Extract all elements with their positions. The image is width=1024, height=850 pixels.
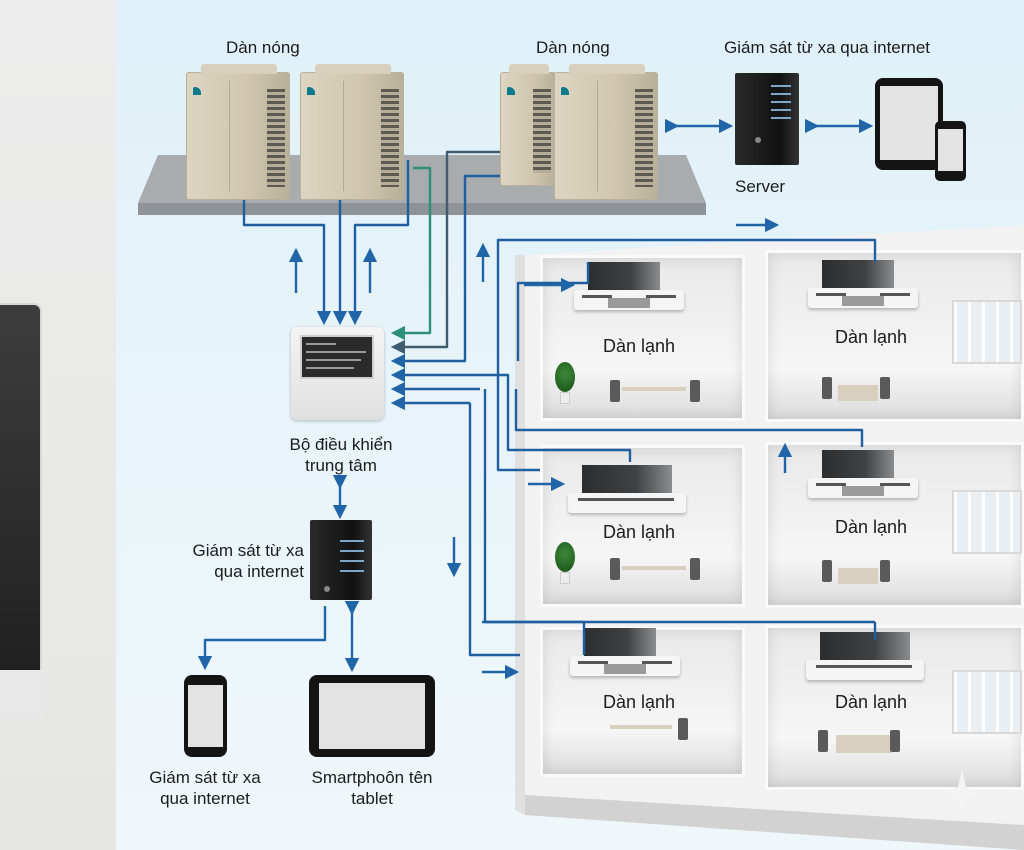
central-controller-label-line1: Bộ điều khiển [289, 435, 393, 454]
end-device-1-label-line1: Giám sát từ xa [149, 768, 261, 787]
indoor-unit-label: Dàn lạnh [603, 522, 676, 542]
chair [610, 380, 620, 402]
outdoor-group-1-label: Dàn nóng [226, 38, 300, 57]
smartphone-icon [935, 121, 966, 181]
indoor-cassette-unit [808, 260, 918, 310]
indoor-cassette-unit [570, 628, 680, 678]
daikin-logo-icon [507, 87, 515, 95]
chair [690, 558, 700, 580]
outdoor-unit [554, 64, 658, 200]
chair [880, 560, 890, 582]
window [952, 300, 1022, 364]
window [952, 670, 1022, 734]
chair [678, 718, 688, 740]
end-device-1-label-line2: qua internet [160, 789, 250, 808]
meeting-table [838, 385, 878, 401]
end-device-2-label-line2: tablet [351, 789, 393, 808]
indoor-unit-label: Dàn lạnh [603, 336, 676, 356]
central-controller-device [291, 327, 384, 420]
table [610, 725, 672, 729]
daikin-logo-icon [307, 87, 315, 95]
chair [610, 558, 620, 580]
meeting-table [838, 568, 878, 584]
daikin-logo-icon [561, 87, 569, 95]
server-label: Server [735, 177, 786, 196]
window [952, 490, 1022, 554]
controller-screen [300, 335, 374, 379]
indoor-cassette-unit [568, 465, 686, 515]
outdoor-group-2-label: Dàn nóng [536, 38, 610, 57]
chair [690, 380, 700, 402]
server-icon [310, 520, 372, 600]
chair [880, 377, 890, 399]
plant-icon [555, 362, 575, 404]
remote-monitoring-top-title: Giám sát từ xa qua internet [724, 38, 931, 57]
indoor-unit-label: Dàn lạnh [835, 517, 908, 537]
outdoor-unit [300, 64, 404, 200]
indoor-cassette-unit [806, 632, 924, 682]
table [622, 566, 686, 570]
daikin-logo-icon [193, 87, 201, 95]
indoor-unit-label: Dàn lạnh [603, 692, 676, 712]
wall-touch-controller-partial [0, 303, 42, 713]
chair [822, 560, 832, 582]
plant-icon [555, 542, 575, 584]
indoor-cassette-unit [808, 450, 918, 500]
indoor-unit-label: Dàn lạnh [835, 692, 908, 712]
meeting-table [836, 735, 892, 753]
remote-monitoring-mid-label-line1: Giám sát từ xa [192, 541, 304, 560]
wall-controller-base [0, 670, 44, 718]
smartphone-icon [184, 675, 227, 757]
indoor-unit-label: Dàn lạnh [835, 327, 908, 347]
tablet-icon [309, 675, 435, 757]
indoor-cassette-unit [574, 262, 684, 312]
remote-monitoring-mid-label-line2: qua internet [214, 562, 304, 581]
server-icon [735, 73, 799, 165]
tablet-icon [875, 78, 943, 170]
outdoor-unit [186, 64, 290, 200]
outdoor-unit [500, 64, 556, 186]
central-controller-label-line2: trung tâm [305, 456, 377, 475]
chair [890, 730, 900, 752]
end-device-2-label-line1: Smartphoôn tên [311, 768, 433, 787]
chair [818, 730, 828, 752]
table [622, 387, 686, 391]
chair [822, 377, 832, 399]
